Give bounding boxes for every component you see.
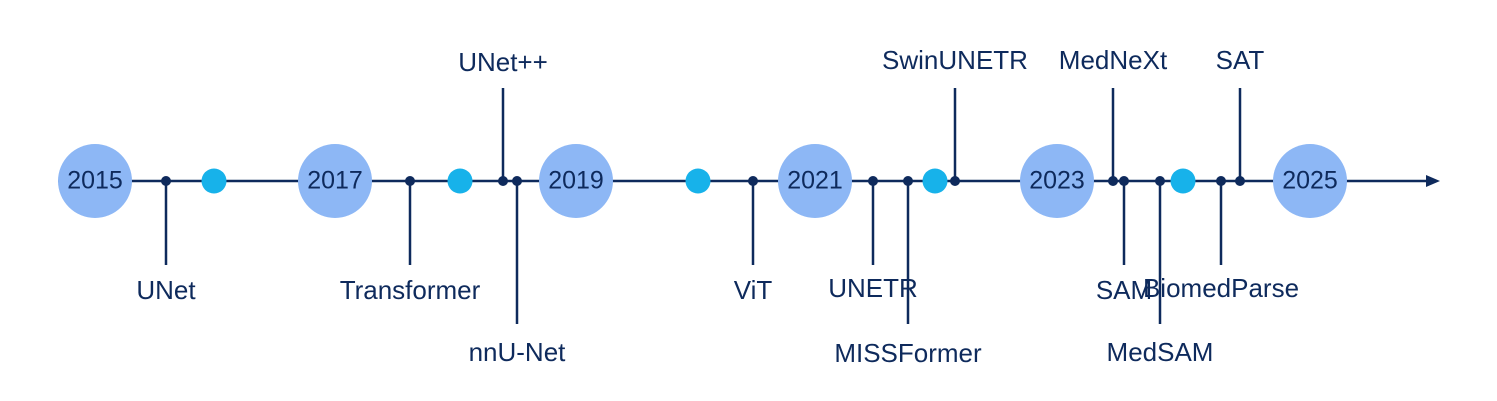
event-label: UNet: [136, 275, 196, 305]
period-dot: [685, 168, 711, 194]
event-label: SAT: [1216, 45, 1265, 75]
event-label: MedNeXt: [1059, 45, 1168, 75]
event-junction-dot: [405, 176, 415, 186]
year-circle: [1273, 144, 1347, 218]
event-junction-dot: [1155, 176, 1165, 186]
event-junction-dot: [950, 176, 960, 186]
event-junction-dot: [1216, 176, 1226, 186]
event-label: MISSFormer: [834, 338, 982, 368]
event-label: SAM: [1096, 275, 1152, 305]
period-dot: [447, 168, 473, 194]
period-dot: [201, 168, 227, 194]
event-junction-dot: [512, 176, 522, 186]
year-circle: [58, 144, 132, 218]
event-label: UNETR: [828, 273, 918, 303]
event-junction-dot: [1235, 176, 1245, 186]
year-circle: [539, 144, 613, 218]
event-junction-dot: [748, 176, 758, 186]
period-dot: [1170, 168, 1196, 194]
year-label: 2015: [67, 167, 123, 195]
event-label: Transformer: [340, 275, 481, 305]
year-label: 2025: [1282, 167, 1338, 195]
event-label: MedSAM: [1107, 337, 1214, 367]
event-junction-dot: [498, 176, 508, 186]
event-label: BiomedParse: [1143, 273, 1299, 303]
event-junction-dot: [1108, 176, 1118, 186]
event-junction-dot: [868, 176, 878, 186]
year-label: 2017: [307, 167, 363, 195]
event-junction-dot: [161, 176, 171, 186]
event-junction-dot: [903, 176, 913, 186]
year-circle: [1020, 144, 1094, 218]
event-label: ViT: [734, 275, 773, 305]
period-dot: [922, 168, 948, 194]
event-junction-dot: [1119, 176, 1129, 186]
year-circle: [778, 144, 852, 218]
event-label: SwinUNETR: [882, 45, 1028, 75]
event-label: nnU-Net: [469, 337, 567, 367]
year-label: 2023: [1029, 167, 1085, 195]
year-label: 2021: [787, 167, 843, 195]
event-label: UNet++: [458, 47, 548, 77]
year-circle: [298, 144, 372, 218]
year-label: 2019: [548, 167, 604, 195]
axis-arrowhead-icon: [1426, 175, 1440, 187]
